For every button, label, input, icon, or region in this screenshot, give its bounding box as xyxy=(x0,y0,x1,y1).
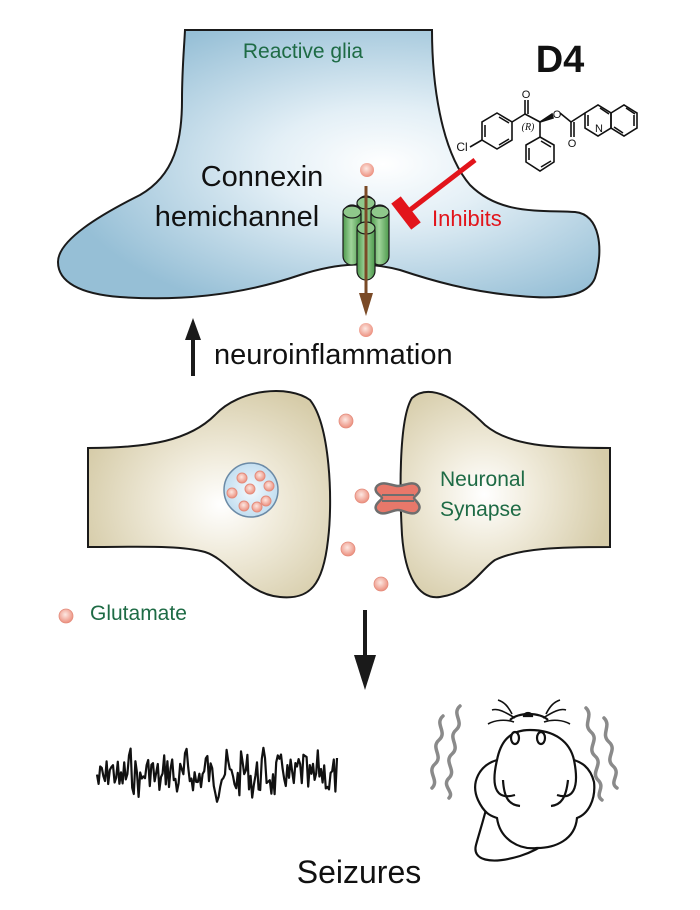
glutamate-legend-label: Glutamate xyxy=(90,602,187,625)
glutamate-molecule xyxy=(359,323,373,337)
compound-name: D4 xyxy=(536,39,585,81)
tremor-lines-left xyxy=(430,704,462,800)
inhibits-label: Inhibits xyxy=(432,206,502,231)
carbonyl-oxygen-label: O xyxy=(568,138,577,150)
glutamate-molecule xyxy=(360,163,374,177)
synaptic-vesicle xyxy=(223,462,279,518)
neuroinflammation-label: neuroinflammation xyxy=(214,339,453,371)
chloro-atom-label: Cl xyxy=(456,140,467,154)
quinoline-nitrogen-label: N xyxy=(595,123,603,135)
downstream-arrow-icon xyxy=(354,610,376,690)
reactive-glia-cell xyxy=(56,29,601,300)
increase-arrow-icon xyxy=(185,318,201,376)
ester-oxygen-label: O xyxy=(553,109,562,121)
ketone-oxygen-label: O xyxy=(522,89,531,101)
neuronal-label: Neuronal xyxy=(440,468,525,491)
seizing-mouse-icon xyxy=(474,699,596,862)
hemichannel-label: hemichannel xyxy=(155,201,319,233)
tremor-lines-right xyxy=(584,706,619,802)
reactive-glia-label: Reactive glia xyxy=(243,40,364,63)
connexin-hemichannel xyxy=(342,163,390,337)
eeg-seizure-trace xyxy=(95,746,339,803)
postsynaptic-terminal xyxy=(399,391,611,599)
seizures-label: Seizures xyxy=(297,854,422,890)
stereo-label: (R) xyxy=(522,122,535,133)
synaptic-cleft-glutamate xyxy=(338,413,389,592)
glutamate-receptor xyxy=(374,482,421,515)
efflux-arrow-head xyxy=(359,293,373,316)
inhibition-marker xyxy=(391,158,477,230)
glutamate-legend-icon xyxy=(58,608,74,624)
connexin-label: Connexin xyxy=(201,161,324,193)
d4-chemical-structure xyxy=(469,100,638,172)
synapse-label: Synapse xyxy=(440,498,522,521)
presynaptic-terminal xyxy=(87,390,332,599)
